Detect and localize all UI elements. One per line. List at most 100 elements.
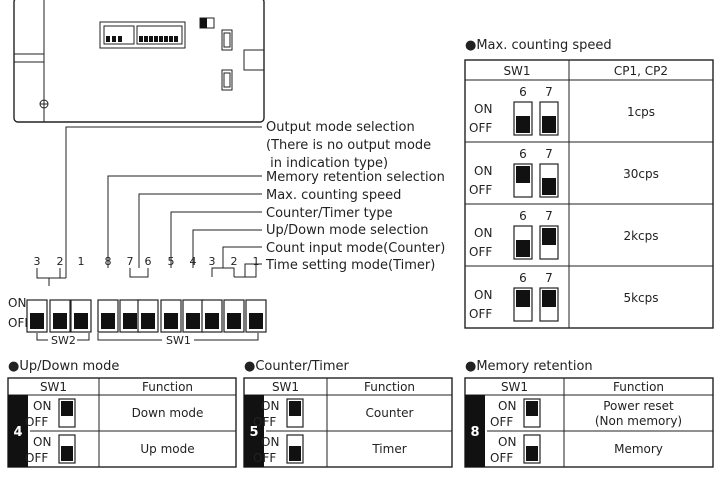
row-off-label: OFF bbox=[490, 415, 513, 429]
speed-sw-number-7: 7 bbox=[545, 271, 553, 285]
switch-knob bbox=[542, 116, 556, 133]
strip-switch-knob bbox=[74, 313, 88, 329]
switch-knob bbox=[516, 240, 530, 257]
speed-header-cp: CP1, CP2 bbox=[614, 64, 668, 78]
row-on-label: ON bbox=[261, 399, 279, 413]
table-row: ON OFF Memory bbox=[490, 434, 663, 465]
function-text: Up mode bbox=[140, 442, 194, 456]
switch-knob bbox=[289, 401, 301, 416]
speed-switch-6 bbox=[513, 101, 533, 136]
strip-switch-knob bbox=[53, 313, 67, 329]
row-on-label: ON bbox=[498, 435, 516, 449]
row-switch bbox=[523, 398, 541, 428]
speed-switch-6 bbox=[513, 225, 533, 260]
strip-switch-knob bbox=[249, 313, 263, 329]
callout-count-input: Count input mode(Counter) bbox=[266, 241, 445, 256]
strip-switch-number: 1 bbox=[78, 255, 85, 268]
header-sw1: SW1 bbox=[501, 380, 528, 394]
function-text-2: (Non memory) bbox=[595, 414, 682, 428]
speed-off-label: OFF bbox=[469, 307, 492, 321]
speed-value: 5kcps bbox=[623, 291, 658, 305]
counter-timer-title: ●Counter/Timer bbox=[244, 359, 349, 374]
speed-value: 1cps bbox=[627, 105, 655, 119]
switch-number: 5 bbox=[249, 425, 258, 440]
strip-switch-number: 2 bbox=[57, 255, 64, 268]
strip-switch-knob bbox=[186, 313, 200, 329]
device-illustration bbox=[13, 0, 265, 123]
header-function: Function bbox=[364, 380, 415, 394]
switch-knob bbox=[542, 228, 556, 245]
header-sw1: SW1 bbox=[40, 380, 67, 394]
strip-switch-number: 6 bbox=[145, 255, 152, 268]
row-switch bbox=[286, 398, 304, 428]
function-text: Counter bbox=[366, 406, 414, 420]
speed-sw-number-6: 6 bbox=[519, 147, 527, 161]
strip-switch-number: 3 bbox=[209, 255, 216, 268]
callout-memory: Memory retention selection bbox=[266, 170, 445, 185]
updown-title: ●Up/Down mode bbox=[8, 359, 119, 374]
row-off-label: OFF bbox=[490, 451, 513, 465]
switch-knob bbox=[516, 166, 530, 183]
speed-sw-number-6: 6 bbox=[519, 209, 527, 223]
switch-knob bbox=[61, 446, 73, 461]
strip-sw2-label: SW2 bbox=[51, 334, 76, 347]
callout-lines bbox=[36, 126, 262, 286]
function-text: Timer bbox=[371, 442, 406, 456]
table-row: ON OFF Up mode bbox=[25, 434, 195, 465]
row-switch bbox=[523, 434, 541, 464]
table-row: ON OFF Counter bbox=[253, 398, 414, 429]
speed-on-label: ON bbox=[474, 164, 492, 178]
header-sw1: SW1 bbox=[272, 380, 299, 394]
callout-max-speed: Max. counting speed bbox=[266, 188, 401, 203]
speed-switch-6 bbox=[513, 163, 533, 198]
switch-knob bbox=[526, 446, 538, 461]
function-text: Memory bbox=[614, 442, 663, 456]
header-function: Function bbox=[613, 380, 664, 394]
switch-number: 8 bbox=[470, 425, 479, 440]
speed-on-label: ON bbox=[474, 288, 492, 302]
strip-switch-knob bbox=[205, 313, 219, 329]
speed-header-sw1: SW1 bbox=[503, 64, 530, 78]
callout-texts: Output mode selection (There is no outpu… bbox=[265, 120, 445, 273]
strip-sw1-label: SW1 bbox=[166, 334, 191, 347]
switch-knob bbox=[526, 401, 538, 416]
row-off-label: OFF bbox=[25, 451, 48, 465]
function-text: Down mode bbox=[132, 406, 204, 420]
row-on-label: ON bbox=[261, 435, 279, 449]
speed-on-label: ON bbox=[474, 226, 492, 240]
speed-value: 2kcps bbox=[623, 229, 658, 243]
strip-switch-knob bbox=[164, 313, 178, 329]
switch-number-tab bbox=[244, 395, 264, 467]
switch-number: 4 bbox=[13, 425, 22, 440]
max-speed-title: ●Max. counting speed bbox=[465, 38, 612, 53]
callout-output-note-1: (There is no output mode bbox=[266, 138, 431, 153]
speed-off-label: OFF bbox=[469, 183, 492, 197]
row-on-label: ON bbox=[33, 399, 51, 413]
strip-switch-number: 5 bbox=[168, 255, 175, 268]
row-off-label: OFF bbox=[253, 451, 276, 465]
strip-switch-knob bbox=[141, 313, 155, 329]
row-off-label: OFF bbox=[253, 415, 276, 429]
strip-switch-number: 3 bbox=[34, 255, 41, 268]
row-on-label: ON bbox=[33, 435, 51, 449]
switch-knob bbox=[542, 178, 556, 195]
callout-time-setting: Time setting mode(Timer) bbox=[265, 258, 435, 273]
callout-counter-timer: Counter/Timer type bbox=[266, 206, 393, 221]
speed-off-label: OFF bbox=[469, 121, 492, 135]
speed-switch-7 bbox=[539, 287, 559, 322]
speed-switch-7 bbox=[539, 101, 559, 136]
speed-sw-number-6: 6 bbox=[519, 85, 527, 99]
speed-off-label: OFF bbox=[469, 245, 492, 259]
table-row: ON OFF Timer bbox=[253, 434, 407, 465]
